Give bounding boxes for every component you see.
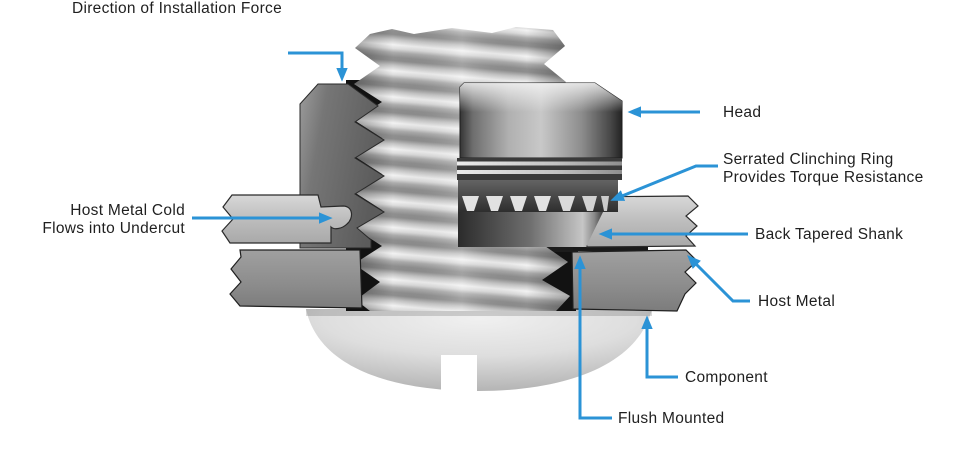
component-left	[229, 249, 363, 309]
label-flush-mounted: Flush Mounted	[618, 410, 725, 427]
label-host-metal-cold-line1: Host Metal Cold	[70, 202, 185, 219]
serrated-clinching-ring	[458, 180, 618, 212]
label-host-metal: Host Metal	[758, 293, 836, 310]
label-component: Component	[685, 369, 768, 386]
serrated-ring-arrow-icon	[610, 164, 718, 201]
component-right	[571, 249, 698, 312]
flush-mounted-arrow-icon	[574, 255, 612, 420]
label-back-tapered-shank: Back Tapered Shank	[755, 226, 904, 243]
label-host-metal-cold-flow: Host Metal Cold Flows into Undercut	[0, 202, 185, 237]
label-serrated-line1: Serrated Clinching Ring	[723, 151, 894, 168]
label-head: Head	[723, 104, 762, 121]
label-serrated-ring: Serrated Clinching Ring Provides Torque …	[723, 151, 924, 186]
stud-head	[457, 82, 623, 247]
label-installation-force: Direction of Installation Force	[71, 0, 282, 17]
anvil-slot	[441, 355, 477, 395]
installation-force-arrow-icon	[288, 51, 348, 82]
label-serrated-line2: Provides Torque Resistance	[723, 168, 924, 186]
host-metal-arrow-icon	[687, 255, 750, 303]
leader-arrows	[192, 51, 750, 420]
head-grooves	[457, 158, 622, 180]
component-arrow-icon	[641, 315, 678, 379]
anvil-dome	[306, 309, 652, 395]
back-tapered-shank	[458, 212, 603, 247]
label-host-metal-cold-line2: Flows into Undercut	[42, 219, 185, 237]
